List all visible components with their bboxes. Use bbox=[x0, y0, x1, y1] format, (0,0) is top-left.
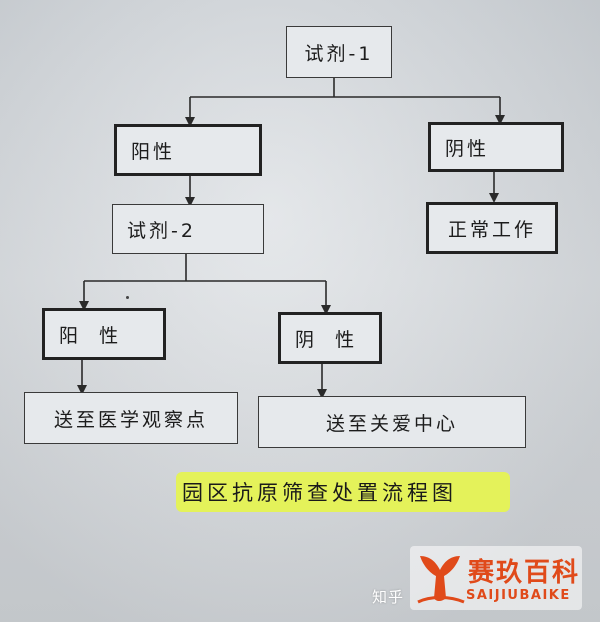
whale-tail-icon bbox=[417, 556, 465, 604]
node-negative1-label: 阴性 bbox=[445, 137, 490, 160]
node-negative2: 阴 性 bbox=[278, 312, 382, 364]
node-positive2-label: 阳 性 bbox=[59, 324, 122, 347]
node-observation-label: 送至医学观察点 bbox=[53, 408, 208, 431]
brand-name-en: SAIJIUBAIKE bbox=[466, 588, 571, 603]
node-negative2-label: 阴 性 bbox=[295, 328, 358, 351]
brand-logo bbox=[410, 546, 582, 610]
node-positive2: 阳 性 bbox=[42, 308, 166, 360]
node-normal-work-label: 正常工作 bbox=[447, 218, 536, 241]
node-care-center: 送至关爱中心 bbox=[258, 396, 526, 448]
stray-mark bbox=[126, 296, 129, 299]
node-negative1: 阴性 bbox=[428, 122, 564, 172]
node-normal-work: 正常工作 bbox=[426, 202, 558, 254]
node-test2-label: 试剂-2 bbox=[127, 219, 196, 242]
caption-highlight: 园区抗原筛查处置流程图 bbox=[176, 472, 510, 512]
brand-name-cn: 赛玖百科 bbox=[468, 558, 581, 588]
node-care-center-label: 送至关爱中心 bbox=[325, 412, 458, 435]
zhihu-watermark: 知乎 bbox=[372, 588, 405, 606]
node-positive1: 阳性 bbox=[114, 124, 262, 176]
node-test1-label: 试剂-1 bbox=[304, 42, 374, 65]
node-positive1-label: 阳性 bbox=[131, 140, 176, 163]
diagram-caption: 园区抗原筛查处置流程图 bbox=[182, 481, 457, 505]
node-observation: 送至医学观察点 bbox=[24, 392, 238, 444]
node-test2: 试剂-2 bbox=[112, 204, 264, 254]
node-test1: 试剂-1 bbox=[286, 26, 392, 78]
